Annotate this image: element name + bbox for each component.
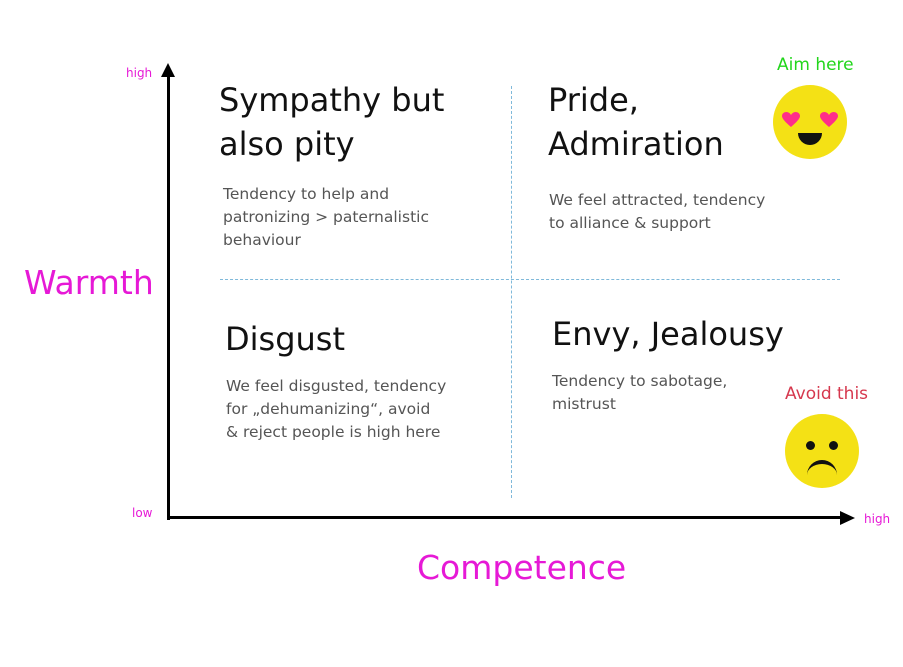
smile-mouth xyxy=(798,133,822,145)
right-heart-eye-icon xyxy=(820,112,838,127)
quadrant-bottom-left-description: We feel disgusted, tendency for „dehuman… xyxy=(226,377,447,441)
quadrant-bottom-left-title: Disgust xyxy=(225,320,346,358)
aim-here-label: Aim here xyxy=(777,55,854,75)
x-axis-line xyxy=(167,516,843,519)
quadrant-bottom-right-title: Envy, Jealousy xyxy=(552,315,784,353)
left-heart-eye-icon xyxy=(782,112,800,127)
quadrant-top-left-description: Tendency to help and patronizing > pater… xyxy=(223,185,429,249)
avoid-this-label: Avoid this xyxy=(785,384,869,404)
vertical-divider xyxy=(511,86,512,498)
left-eye xyxy=(806,441,815,450)
right-eye xyxy=(829,441,838,450)
quadrant-top-right-title: Pride, Admiration xyxy=(548,81,724,163)
y-axis-arrow-icon xyxy=(161,63,175,77)
frown-mouth xyxy=(807,460,837,475)
y-axis-low-label: low xyxy=(132,506,153,520)
x-axis-high-label: high xyxy=(864,512,891,526)
y-axis-title: Warmth xyxy=(24,263,154,302)
horizontal-divider xyxy=(220,279,840,280)
x-axis-arrow-icon xyxy=(840,511,855,525)
frowning-emoji-icon xyxy=(785,414,859,488)
quadrant-top-right-description: We feel attracted, tendency to alliance … xyxy=(549,191,766,232)
x-axis-title: Competence xyxy=(417,548,627,587)
heart-eyes-emoji-icon xyxy=(773,85,847,159)
y-axis-line xyxy=(167,74,170,520)
y-axis-high-label: high xyxy=(126,66,153,80)
quadrant-top-left-title: Sympathy but also pity xyxy=(219,81,445,163)
quadrant-bottom-right-description: Tendency to sabotage, mistrust xyxy=(552,372,728,413)
